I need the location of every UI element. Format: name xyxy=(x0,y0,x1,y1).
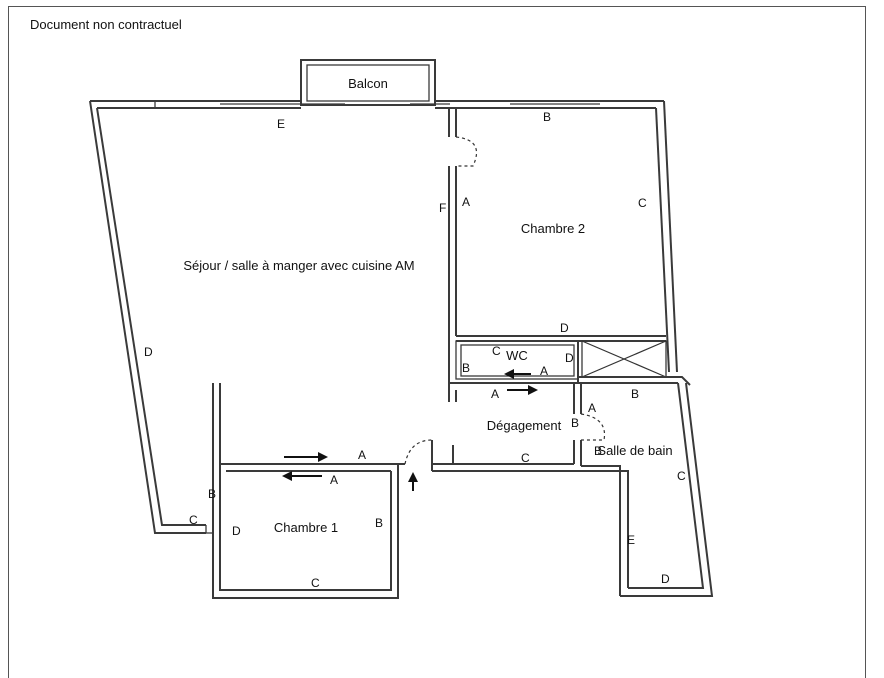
arrow-up-icon xyxy=(408,472,418,491)
wall-label: E xyxy=(627,533,635,547)
room-label-chambre1: Chambre 1 xyxy=(274,520,338,535)
outer-walls xyxy=(89,100,714,597)
chambre2-walls xyxy=(448,108,666,390)
arrow-right-icon xyxy=(507,385,538,395)
room-label-chambre2: Chambre 2 xyxy=(521,221,585,236)
wall-label: D xyxy=(661,572,670,586)
wall-label: C xyxy=(638,196,647,210)
document-frame xyxy=(8,6,866,678)
wall-label: C xyxy=(189,513,198,527)
wall-label: D xyxy=(232,524,241,538)
arrow-left-icon xyxy=(504,369,531,379)
wall-label: C xyxy=(521,451,530,465)
wall-label: C xyxy=(677,469,686,483)
wall-label: C xyxy=(311,576,320,590)
wall-label: A xyxy=(330,473,338,487)
wall-label: B xyxy=(571,416,579,430)
wall-label: B xyxy=(594,444,602,458)
wall-label: A xyxy=(588,401,596,415)
wall-label: A xyxy=(491,387,499,401)
chambre1-walls xyxy=(205,383,433,599)
wall-label: C xyxy=(492,344,501,358)
wall-label: E xyxy=(277,117,285,131)
wall-label: B xyxy=(375,516,383,530)
room-label-sejour: Séjour / salle à manger avec cuisine AM xyxy=(183,258,414,273)
duct-shaft xyxy=(578,340,691,386)
wall-label: D xyxy=(565,351,574,365)
room-label-balcon: Balcon xyxy=(348,76,388,91)
document-note: Document non contractuel xyxy=(30,17,182,32)
degagement-walls xyxy=(431,383,606,472)
room-label-wc: WC xyxy=(506,348,528,363)
wall-label: F xyxy=(439,201,446,215)
arrow-left-icon xyxy=(282,471,322,481)
wall-label: A xyxy=(540,364,548,378)
arrow-right-icon xyxy=(284,452,328,462)
wall-label: B xyxy=(631,387,639,401)
wall-label: B xyxy=(543,110,551,124)
wall-label: D xyxy=(560,321,569,335)
wall-label: B xyxy=(462,361,470,375)
wall-label: B xyxy=(208,487,216,501)
wall-label: A xyxy=(462,195,470,209)
room-label-degagement: Dégagement xyxy=(487,418,562,433)
wall-label: A xyxy=(358,448,366,462)
room-label-salle-de-bain: Salle de bain xyxy=(597,443,672,458)
direction-arrows xyxy=(282,369,538,491)
balcony xyxy=(300,59,436,106)
wall-label: D xyxy=(144,345,153,359)
